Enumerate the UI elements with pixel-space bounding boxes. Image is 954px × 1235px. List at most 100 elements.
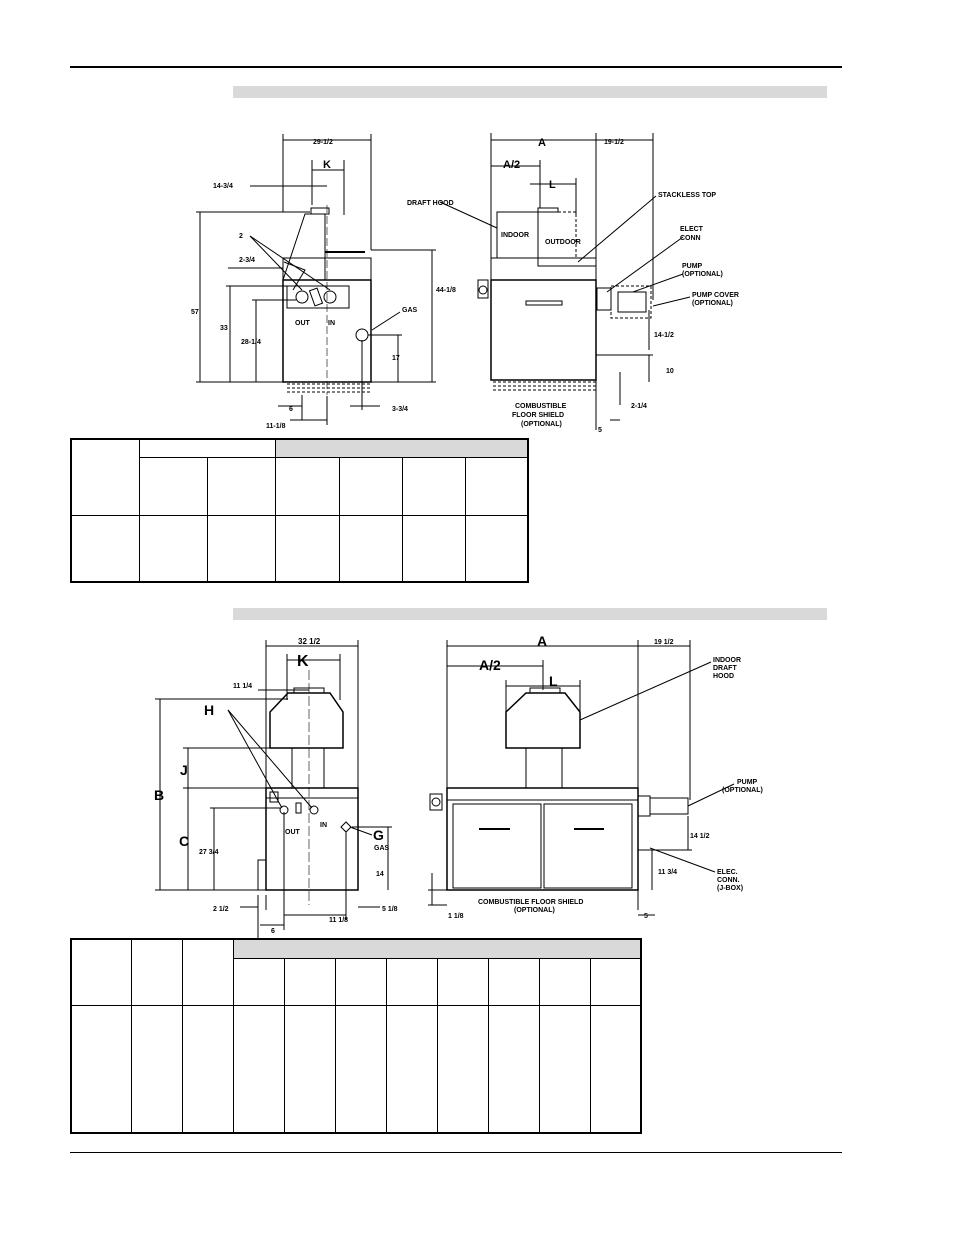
- dim-19-1-2-2: 19 1/2: [654, 639, 674, 646]
- table2-cell: [283, 1004, 336, 1134]
- table1-cell: [338, 514, 403, 583]
- table1-cell: [464, 514, 529, 583]
- table2-header-cell: [70, 938, 132, 1006]
- table1-header-cell: [274, 438, 529, 458]
- label-floor-shield-2: COMBUSTIBLE FLOOR SHIELD: [478, 899, 583, 906]
- label-pump-optional: (OPTIONAL): [682, 271, 723, 278]
- table2-cell: [70, 1004, 132, 1134]
- label-l-2: L: [549, 673, 558, 689]
- dim-57: 57: [191, 309, 199, 316]
- dim-3-3-4: 3-3/4: [392, 406, 408, 413]
- table1-cell: [274, 514, 340, 583]
- label-shield-optional: (OPTIONAL): [521, 421, 562, 428]
- label-a-2: A: [537, 633, 547, 649]
- label-stackless-top: STACKLESS TOP: [658, 192, 716, 199]
- label-indoor-2: INDOOR: [713, 657, 741, 664]
- callout-2: 2: [239, 233, 243, 240]
- table2-header-cell: [232, 957, 285, 1006]
- table2-cell: [538, 1004, 591, 1134]
- label-j: J: [180, 762, 188, 778]
- table2-header-cell: [181, 938, 234, 1006]
- label-l: L: [549, 179, 556, 191]
- label-conn: CONN: [680, 235, 701, 242]
- label-pump-cover: PUMP COVER: [692, 292, 739, 299]
- label-pump-optional-2: (OPTIONAL): [722, 787, 763, 794]
- table2-header-cell: [487, 957, 540, 1006]
- dim-5-2: 5: [644, 913, 648, 920]
- dim-32-1-2: 32 1/2: [298, 637, 321, 646]
- table1-header-cell: [401, 456, 466, 516]
- dim-6-2: 6: [271, 928, 275, 935]
- spec-table-1: [70, 438, 529, 583]
- figure-1-drawing: 29-1/2 K 14-3/4 2-3/4 2 57 33 28-1/4 44-…: [191, 133, 739, 434]
- label-pump: PUMP: [682, 263, 703, 270]
- label-c: C: [179, 833, 189, 849]
- dim-19-1-2: 19-1/2: [604, 139, 624, 146]
- table1-header-cell: [338, 456, 403, 516]
- table1-header-cell: [138, 456, 208, 516]
- dim-11-1-8-2: 11 1/8: [329, 917, 348, 924]
- label-pump-2: PUMP: [737, 779, 758, 786]
- table1-header-cell: [206, 456, 276, 516]
- dim-14-1-2: 14-1/2: [654, 332, 674, 339]
- label-a2: A/2: [503, 159, 520, 171]
- dim-27-3-4: 27 3/4: [199, 849, 219, 856]
- label-gas: GAS: [402, 307, 418, 314]
- table1-cell: [206, 514, 276, 583]
- label-h: H: [204, 702, 214, 718]
- figure-2-drawing: 32 1/2 K 11 1/4 H J B C 27 3/4 OUT IN G …: [154, 633, 763, 940]
- table1-cell: [70, 514, 140, 583]
- dim-29-1-2: 29-1/2: [313, 139, 333, 146]
- label-elec-conn: CONN.: [717, 877, 740, 884]
- table2-cell: [334, 1004, 387, 1134]
- table2-cell: [130, 1004, 183, 1134]
- table2-header-cell: [538, 957, 591, 1006]
- table1-header-cell: [70, 438, 140, 516]
- label-indoor: INDOOR: [501, 232, 529, 239]
- table1-cell: [138, 514, 208, 583]
- label-elec: ELEC.: [717, 869, 738, 876]
- top-rule: [70, 66, 842, 68]
- label-out-2: OUT: [285, 829, 301, 836]
- table1-header-cell: [274, 456, 340, 516]
- label-jbox: (J-BOX): [717, 885, 743, 892]
- label-out: OUT: [295, 320, 311, 327]
- section-band-1: [233, 86, 827, 98]
- dim-44-1-8: 44-1/8: [436, 287, 456, 294]
- dim-1-1-8: 1 1/8: [448, 913, 464, 920]
- dim-5-1-8: 5 1/8: [382, 906, 398, 913]
- dim-11-3-4: 11 3/4: [658, 869, 677, 876]
- dim-14-1-2-2: 14 1/2: [690, 833, 710, 840]
- dim-33: 33: [220, 325, 228, 332]
- table2-header-cell: [436, 957, 489, 1006]
- label-draft-hood: DRAFT HOOD: [407, 200, 454, 207]
- dim-2-1-2: 2 1/2: [213, 906, 229, 913]
- label-g: G: [373, 827, 384, 843]
- table2-header-cell: [130, 938, 183, 1006]
- dim-5: 5: [598, 427, 602, 434]
- table1-cell: [401, 514, 466, 583]
- label-pump-cover-optional: (OPTIONAL): [692, 300, 733, 307]
- table2-cell: [589, 1004, 642, 1134]
- label-combustible: COMBUSTIBLE: [515, 403, 567, 410]
- label-draft: DRAFT: [713, 665, 737, 672]
- dim-14: 14: [376, 871, 384, 878]
- section-band-2: [233, 608, 827, 620]
- table2-cell: [181, 1004, 234, 1134]
- table2-header-cell: [385, 957, 438, 1006]
- dim-17: 17: [392, 355, 400, 362]
- label-in-2: IN: [320, 822, 327, 829]
- table2-cell: [436, 1004, 489, 1134]
- bottom-rule: [70, 1152, 842, 1153]
- table1-header-cell: [464, 456, 529, 516]
- label-gas-2: GAS: [374, 845, 390, 852]
- dim-11-1-8: 11-1/8: [266, 423, 286, 430]
- dim-6: 6: [289, 406, 293, 413]
- label-outdoor: OUTDOOR: [545, 239, 581, 246]
- table1-header-cell: [138, 438, 276, 458]
- label-hood: HOOD: [713, 673, 734, 680]
- label-shield-optional-2: (OPTIONAL): [514, 907, 555, 914]
- table2-header-cell: [232, 938, 642, 959]
- dim-14-3-4: 14-3/4: [213, 183, 233, 190]
- table2-header-cell: [283, 957, 336, 1006]
